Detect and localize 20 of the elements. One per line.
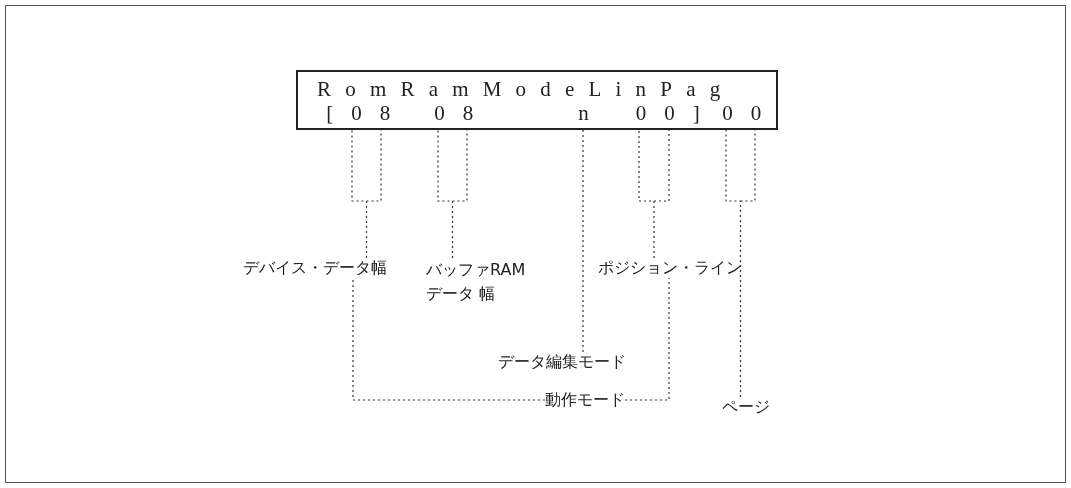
leader-line: [624, 277, 670, 401]
leader-line: [582, 129, 584, 353]
display-text: 00: [722, 102, 780, 124]
callout-label: 動作モード: [545, 390, 625, 410]
callout-label: バッファRAM データ 幅: [426, 258, 538, 306]
display-text: RomRamModeLinPag: [317, 78, 735, 100]
leader-line: [352, 277, 546, 401]
callout-label: デバイス・データ幅: [243, 258, 387, 278]
callout-label: ページ: [722, 397, 770, 417]
display-text: n: [578, 102, 607, 124]
leader-line: [437, 129, 468, 259]
callout-label: ポジション・ライン: [598, 258, 742, 278]
display-text: [08: [326, 102, 409, 124]
leader-line: [638, 129, 670, 259]
display-text: 00]: [635, 102, 718, 124]
leader-line: [351, 129, 382, 259]
display-text: 08: [434, 102, 492, 124]
leader-line: [725, 129, 756, 398]
callout-label: データ編集モード: [498, 352, 626, 372]
lcd-display: [296, 70, 778, 130]
